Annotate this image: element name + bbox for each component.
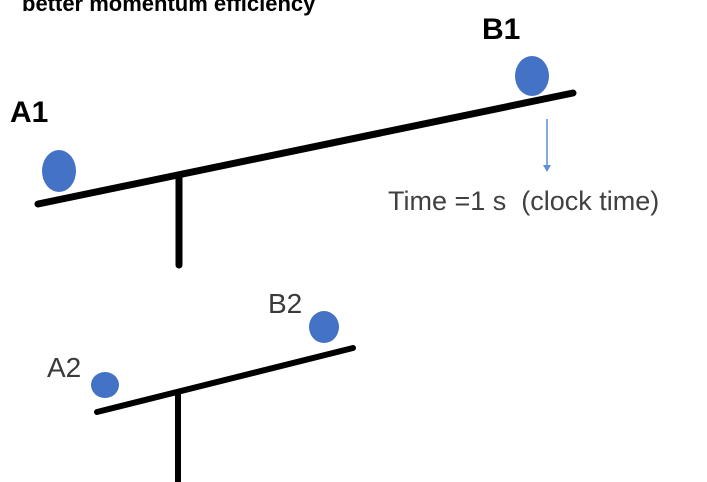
label-a2: A2 — [47, 352, 81, 383]
bottom-seesaw: A2 B2 — [47, 288, 356, 482]
label-a1: A1 — [10, 96, 48, 129]
bottom-seesaw-beam — [94, 345, 356, 415]
label-b1: B1 — [482, 13, 520, 46]
ball-b2 — [309, 311, 339, 343]
diagram-heading: better momentum efficiency — [22, 0, 316, 16]
drop-arrow-head — [543, 165, 551, 172]
label-b2: B2 — [268, 288, 302, 319]
ball-a1 — [42, 150, 76, 192]
top-seesaw: A1 B1 Time =1 s (clock time) — [10, 13, 659, 269]
ball-a2 — [91, 372, 119, 398]
time-label: Time =1 s (clock time) — [388, 186, 659, 216]
top-seesaw-beam — [34, 89, 577, 208]
ball-b1 — [515, 56, 549, 96]
